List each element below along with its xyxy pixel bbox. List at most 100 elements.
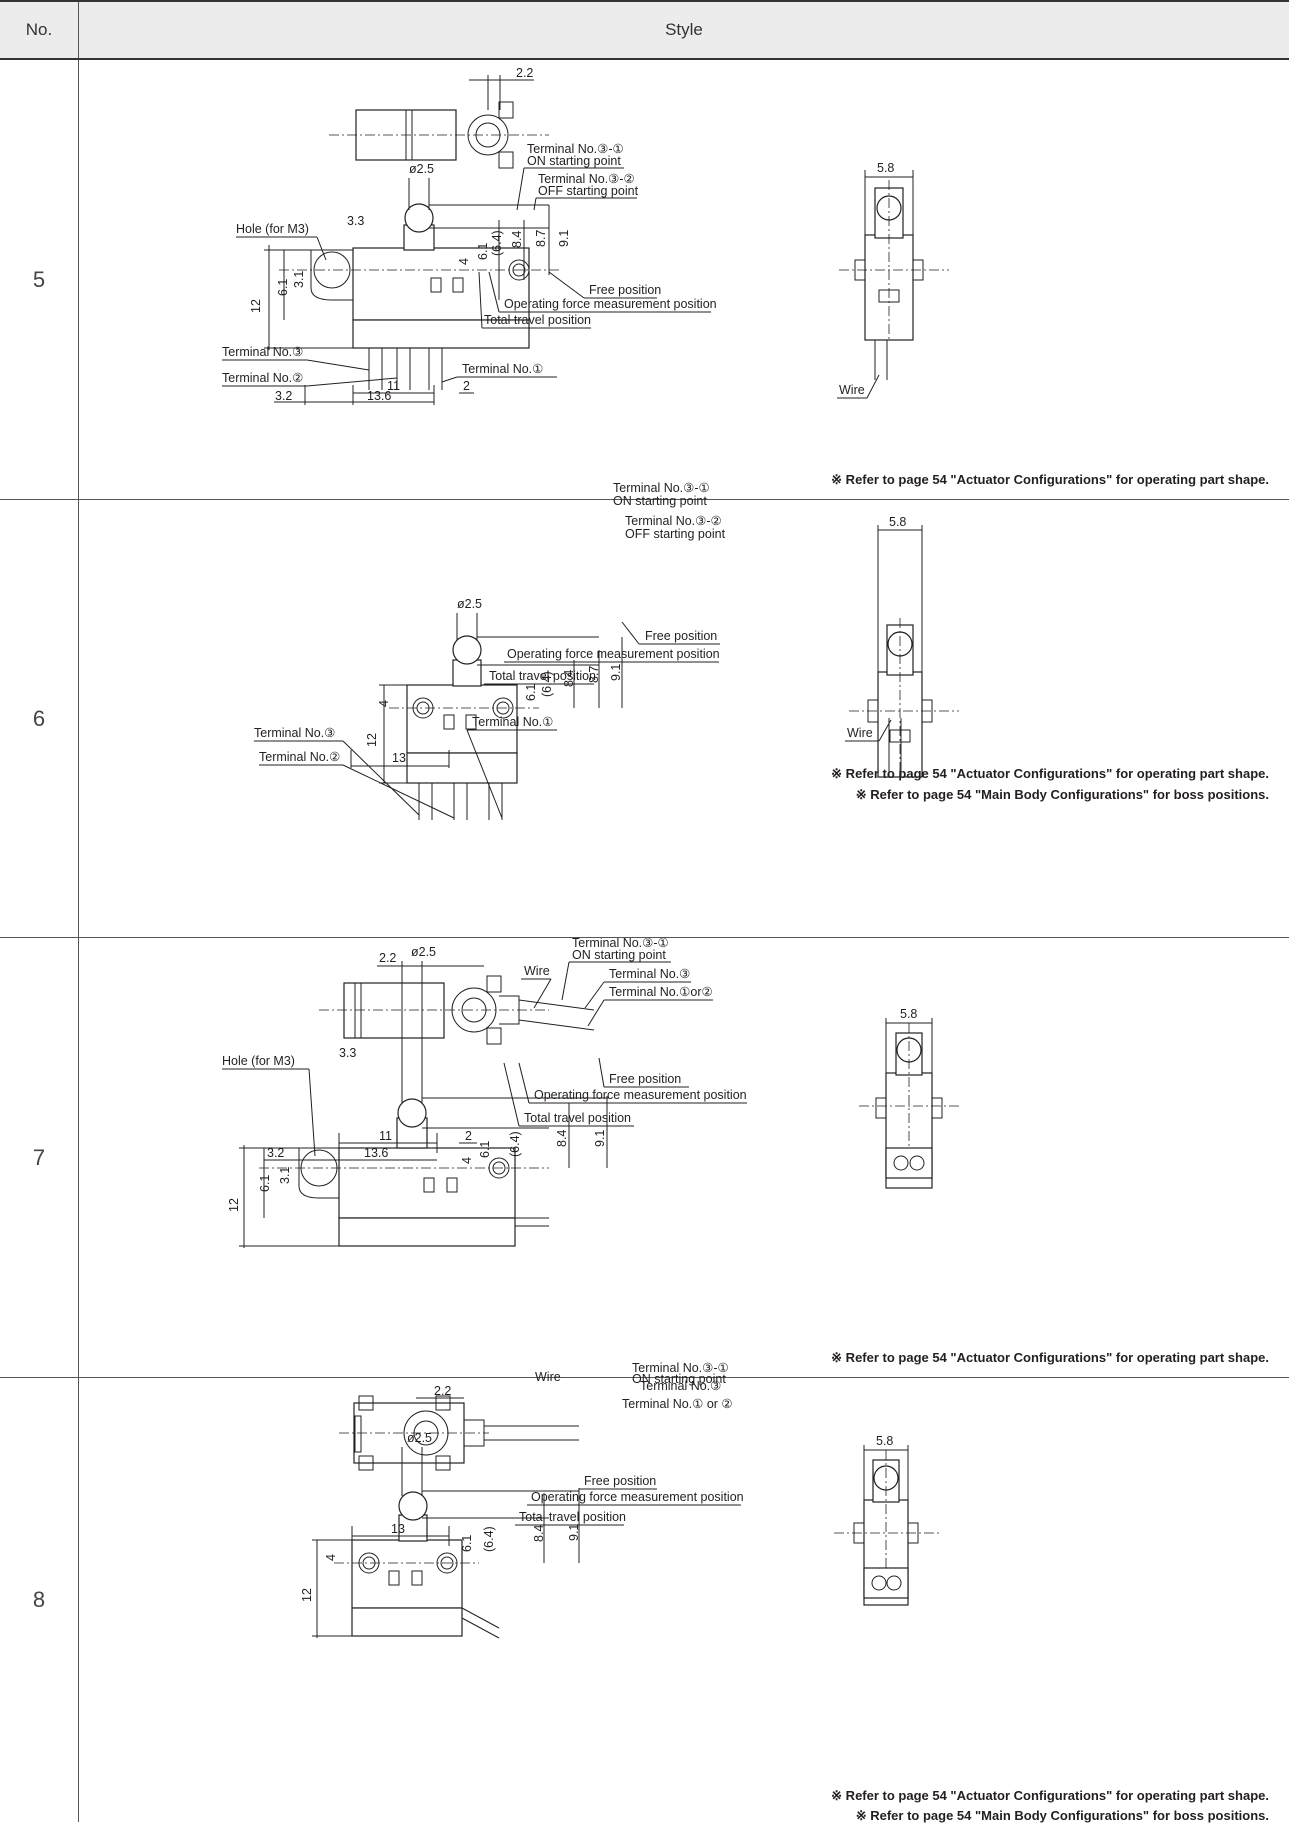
dim-8-4: 8.4 xyxy=(510,231,524,248)
dim-13: 13 xyxy=(391,1522,405,1536)
front-view: 5.8 Wire xyxy=(845,515,959,778)
row-number: 5 xyxy=(0,60,79,499)
dim-2-2: 2.2 xyxy=(434,1384,451,1398)
on-label: ON starting point xyxy=(527,154,621,168)
dim-4: 4 xyxy=(324,1554,338,1561)
side-view: 12 4 ø2.5 6.1 (6.4) 8.4 8.7 9.1 Terminal… xyxy=(254,597,720,820)
dim-12: 12 xyxy=(365,733,379,747)
drawing-style-6: 12 4 ø2.5 6.1 (6.4) 8.4 8.7 9.1 Terminal… xyxy=(254,515,959,820)
dim-2: 2 xyxy=(465,1129,472,1143)
dim-2-2: 2.2 xyxy=(516,66,533,80)
dim-6-1: 6.1 xyxy=(258,1175,272,1192)
dim-5-8: 5.8 xyxy=(900,1007,917,1021)
row-number: 6 xyxy=(0,500,79,937)
dim-phi: ø2.5 xyxy=(411,945,436,959)
drawing-style-8: 2.2 12 4 ø2.5 xyxy=(300,1384,939,1639)
dim-8-7: 8.7 xyxy=(534,230,548,247)
dim-6-1b: 6.1 xyxy=(478,1141,492,1158)
header-style: Style xyxy=(665,20,703,39)
dim-8-4: 8.4 xyxy=(555,1130,569,1147)
dim-4: 4 xyxy=(460,1157,474,1164)
t31-label: Terminal No.③-① xyxy=(572,938,669,950)
dim-5-8: 5.8 xyxy=(889,515,906,529)
note-actuator: ※ Refer to page 54 "Actuator Configurati… xyxy=(831,1788,1269,1803)
dim-3-1: 3.1 xyxy=(278,1167,292,1184)
note-actuator: ※ Refer to page 54 "Actuator Configurati… xyxy=(831,1350,1269,1365)
dim-11: 11 xyxy=(379,1129,392,1143)
note-actuator: ※ Refer to page 54 "Actuator Configurati… xyxy=(831,766,1269,781)
row-number: 8 xyxy=(0,1378,79,1822)
row-number: 7 xyxy=(0,938,79,1377)
on-label: ON starting point xyxy=(572,948,666,962)
ofm-label: Operating force measurement position xyxy=(531,1490,744,1504)
side-view: 12 6.1 3.1 Hole (for M3) 3.3 ø2.5 4 6.1 … xyxy=(222,142,717,405)
dim-12: 12 xyxy=(300,1588,314,1602)
ttp-label: Total travel position xyxy=(484,313,591,327)
dim-6-1: 6.1 xyxy=(460,1535,474,1552)
dim-8-4: 8.4 xyxy=(532,1525,546,1542)
term3-label: Terminal No.③ xyxy=(609,967,690,981)
top-view: 2.2 Wire Terminal No.③ Terminal No.①or② xyxy=(319,951,713,1045)
t31-label: Terminal No.③-① xyxy=(527,142,624,156)
t31-label: Terminal No.③-① xyxy=(632,1361,729,1375)
dim-12: 12 xyxy=(227,1198,241,1212)
t32-label: Terminal No.③-② xyxy=(538,172,635,186)
term1-label: Terminal No.① xyxy=(462,362,543,376)
hole-label: Hole (for M3) xyxy=(222,1054,295,1068)
dim-3-2: 3.2 xyxy=(267,1146,284,1160)
drawing-style-5: 2.2 12 6.1 xyxy=(222,66,949,405)
top-view: 2.2 xyxy=(339,1384,579,1471)
dim-6-4: (6.4) xyxy=(508,1131,522,1157)
dim-13-6: 13.6 xyxy=(367,389,391,403)
note-actuator: ※ Refer to page 54 "Actuator Configurati… xyxy=(831,472,1269,487)
dim-12: 12 xyxy=(249,299,263,313)
ttp-label: Total travel position xyxy=(519,1510,626,1524)
dim-9-1: 9.1 xyxy=(557,230,571,247)
dim-3-2: 3.2 xyxy=(275,389,292,403)
dim-phi: ø2.5 xyxy=(457,597,482,611)
drawing-style-7: 2.2 Wire Terminal No.③ Terminal No.①or② xyxy=(222,938,959,1248)
dim-5-8: 5.8 xyxy=(876,1434,893,1448)
free-label: Free position xyxy=(584,1474,656,1488)
ttp-label: Total travel position xyxy=(489,669,596,683)
wire-label: Wire xyxy=(535,1370,561,1384)
off-label: OFF starting point xyxy=(538,184,639,198)
dim-4: 4 xyxy=(457,258,471,265)
side-view: 12 6.1 3.1 Hole (for M3) 3.3 ø2.5 4 6.1 … xyxy=(222,938,747,1248)
term3-label: Terminal No.③ xyxy=(222,345,303,359)
note-boss: ※ Refer to page 54 "Main Body Configurat… xyxy=(855,1808,1269,1823)
wire-label: Wire xyxy=(839,383,865,397)
front-view: 5.8 xyxy=(859,1007,959,1189)
term3-label: Terminal No.③ xyxy=(640,1379,722,1393)
hole-label: Hole (for M3) xyxy=(236,222,309,236)
table-row-8: 8 2.2 xyxy=(0,1361,1289,1823)
term2-label: Terminal No.② xyxy=(222,371,303,385)
dim-9-1: 9.1 xyxy=(593,1130,607,1147)
dim-6-4: (6.4) xyxy=(490,230,504,256)
dim-8-4: 8.4 xyxy=(562,670,576,687)
dim-6-1: 6.1 xyxy=(524,684,538,701)
table-header: No. Style xyxy=(0,0,1289,60)
term12-label: Terminal No.① or ② xyxy=(622,1397,733,1411)
dim-3-1: 3.1 xyxy=(292,271,306,288)
dim-3-3: 3.3 xyxy=(339,1046,356,1060)
term2-label: Terminal No.② xyxy=(259,750,340,764)
dim-5-8: 5.8 xyxy=(877,161,894,175)
dim-13: 13 xyxy=(392,751,406,765)
front-view: 5.8 Wire xyxy=(837,161,949,399)
dim-9-1: 9.1 xyxy=(567,1524,581,1541)
term1-label: Terminal No.① xyxy=(472,715,553,729)
note-boss: ※ Refer to page 54 "Main Body Configurat… xyxy=(855,787,1269,802)
dim-3-3: 3.3 xyxy=(347,214,364,228)
term3-label: Terminal No.③ xyxy=(254,726,335,740)
dim-13-6: 13.6 xyxy=(364,1146,388,1160)
dim-9-1: 9.1 xyxy=(609,664,623,681)
free-label: Free position xyxy=(589,283,661,297)
term12-label: Terminal No.①or② xyxy=(609,985,713,999)
header-no: No. xyxy=(0,2,79,58)
free-label: Free position xyxy=(645,629,717,643)
ofm-label: Operating force measurement position xyxy=(504,297,717,311)
